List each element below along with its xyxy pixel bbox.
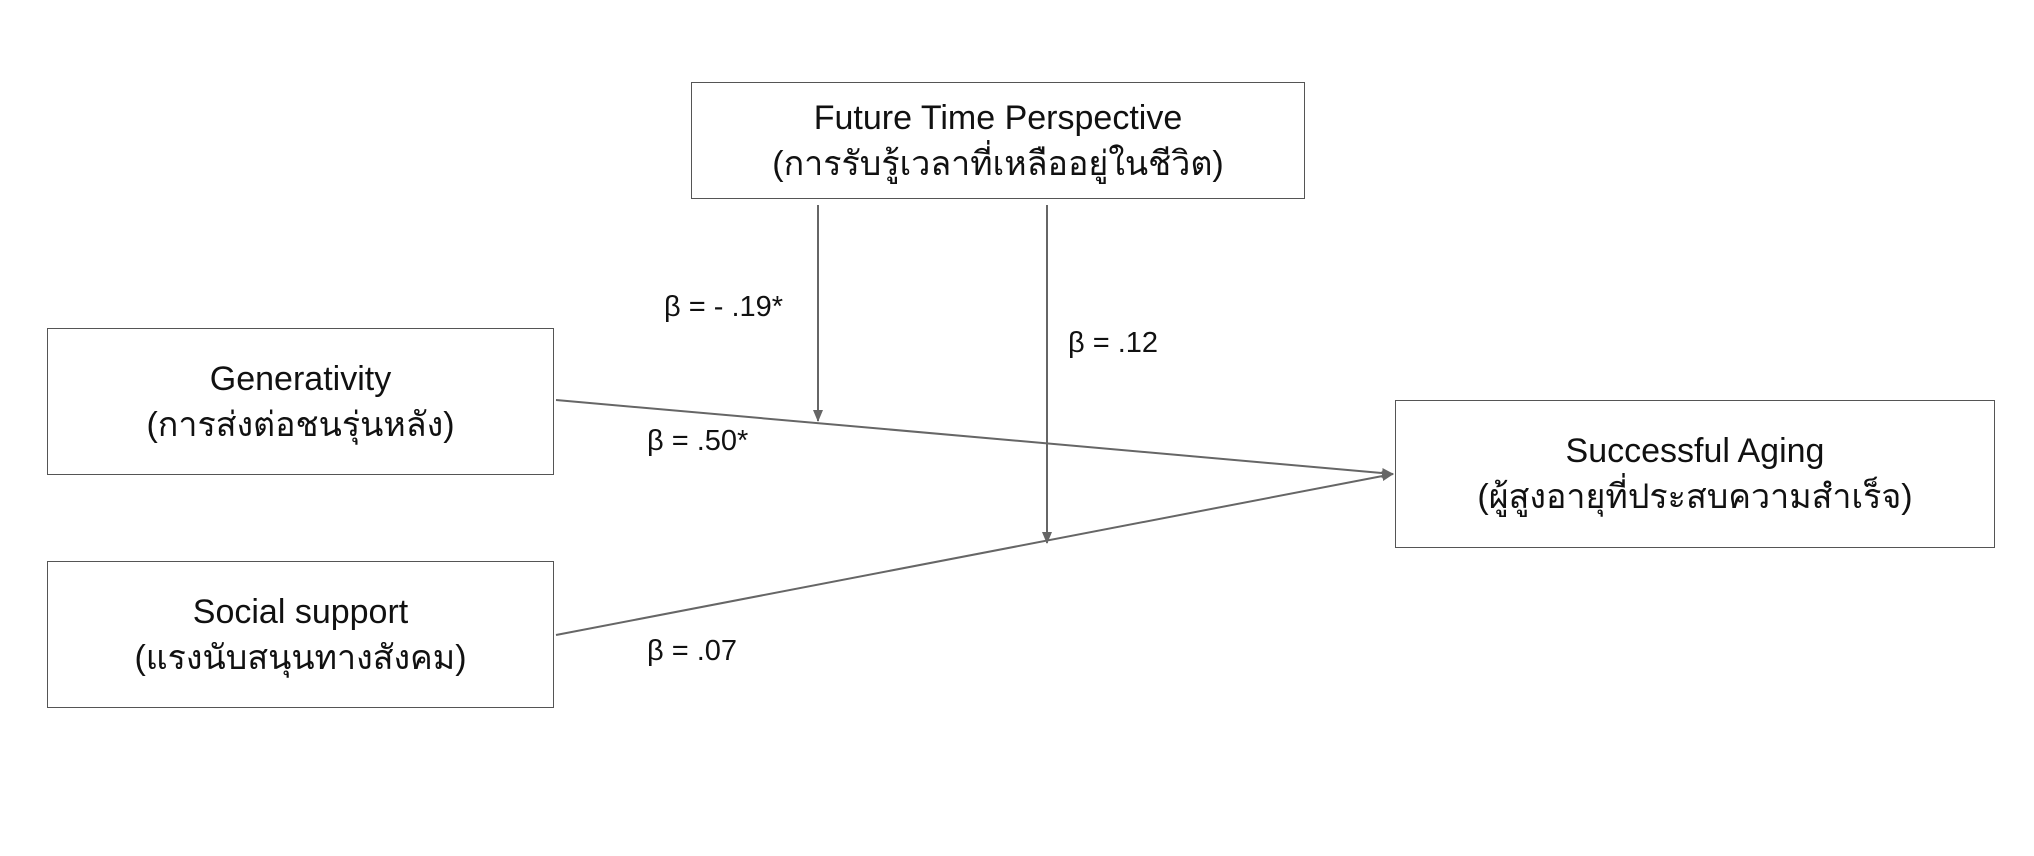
arrow-generativity-to-outcome [555, 399, 1394, 479]
node-generativity: Generativity (การส่งต่อชนรุ่นหลัง) [47, 328, 554, 475]
node-successful-aging: Successful Aging (ผู้สูงอายุที่ประสบความ… [1395, 400, 1995, 548]
node-title: Generativity [209, 359, 392, 398]
node-subtitle: (การรับรู้เวลาที่เหลืออยู่ในชีวิต) [772, 144, 1224, 183]
node-future-time-perspective: Future Time Perspective (การรับรู้เวลาที… [691, 82, 1305, 199]
node-subtitle: (การส่งต่อชนรุ่นหลัง) [146, 405, 455, 444]
node-title: Future Time Perspective [813, 98, 1183, 137]
arrow-social-support-to-outcome [555, 471, 1394, 636]
node-subtitle: (ผู้สูงอายุที่ประสบความสำเร็จ) [1477, 478, 1913, 516]
beta-label-moderator-social-support: β = .12 [1068, 327, 1159, 359]
beta-label-moderator-generativity: β = - .19* [664, 291, 784, 323]
beta-label-social-support-outcome: β = .07 [647, 635, 738, 667]
node-subtitle: (แรงนับสนุนทางสังคม) [134, 638, 467, 677]
node-title: Social support [192, 592, 409, 631]
beta-label-generativity-outcome: β = .50* [647, 425, 749, 457]
node-title: Successful Aging [1565, 432, 1825, 470]
node-social-support: Social support (แรงนับสนุนทางสังคม) [47, 561, 554, 708]
